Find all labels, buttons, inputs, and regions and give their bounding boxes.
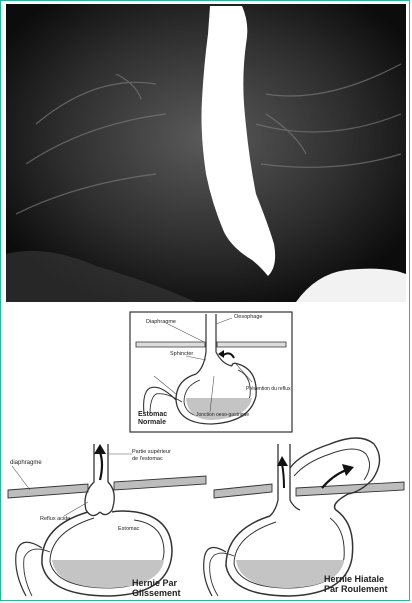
sliding-caption-line1: Hernie Par [132,578,178,588]
normal-stomach-panel: Diaphragme Oesophage Sphincter Préventio… [130,312,292,432]
sliding-upper-stomach-line2: de l'estomac [132,456,163,462]
normal-title-line1: Estomac [138,411,167,418]
normal-esophagus-label: Oesophage [234,314,262,320]
normal-diaphragm-label: Diaphragme [146,319,176,325]
sliding-upper-stomach-line1: Partie supérieur [132,449,171,455]
sliding-diaphragm-label: diaphragme [10,460,42,466]
sliding-stomach-label: Estomac [118,526,140,532]
sliding-caption-line2: Glissement [132,588,181,598]
rolling-hernia-panel: Hernie Hiatale Par Roulement [204,438,404,596]
normal-sphincter-label: Sphincter [170,351,193,357]
hernia-diagrams: Diaphragme Oesophage Sphincter Préventio… [0,304,412,603]
rolling-caption-line1: Hernie Hiatale [324,574,384,584]
barium-xray-image [6,4,406,302]
normal-title-line2: Normale [138,419,166,426]
rolling-caption-line2: Par Roulement [324,584,388,594]
normal-junction-label: Jonction oeso-gastrique [196,412,249,418]
sliding-acid-reflux-label: Reflux acide [40,516,70,522]
sliding-hernia-panel: diaphragme Partie supérieur de l'estomac… [8,444,206,598]
normal-reflux-prevention-label: Prévention du reflux [246,386,291,392]
